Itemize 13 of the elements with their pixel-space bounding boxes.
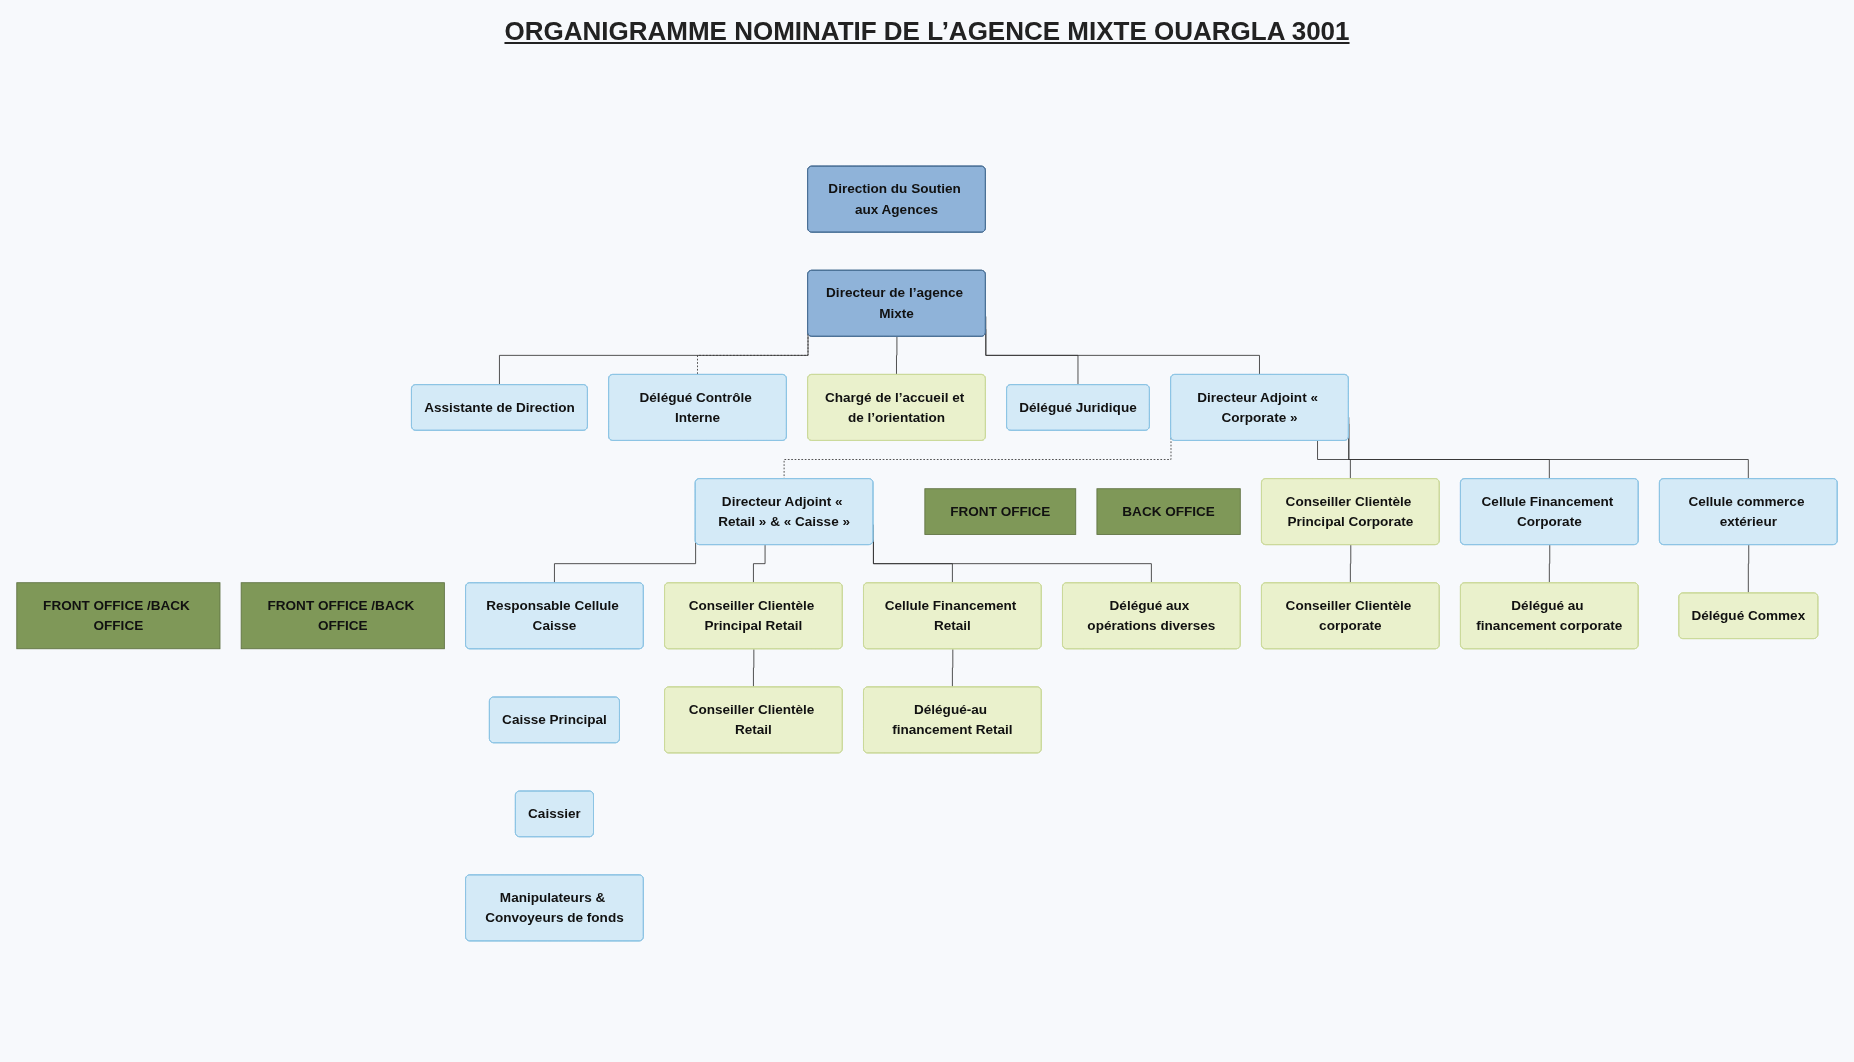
connector (1317, 440, 1352, 480)
connector (753, 648, 755, 688)
connector (951, 648, 954, 688)
node-box: FRONT OFFICE (924, 488, 1077, 535)
node-box: BACK OFFICE (1096, 488, 1241, 535)
connector (896, 336, 898, 376)
chart-title: ORGANIGRAMME NOMINATIF DE L’AGENCE MIXTE OUARGLA 3001 (504, 16, 1350, 47)
node-box: FRONT OFFICE /BACK OFFICE (240, 582, 445, 650)
connector (1747, 544, 1750, 594)
connector (1548, 544, 1551, 584)
node-box: FRONT OFFICE /BACK OFFICE (16, 582, 221, 650)
connector (1349, 544, 1352, 584)
connector (753, 544, 766, 584)
